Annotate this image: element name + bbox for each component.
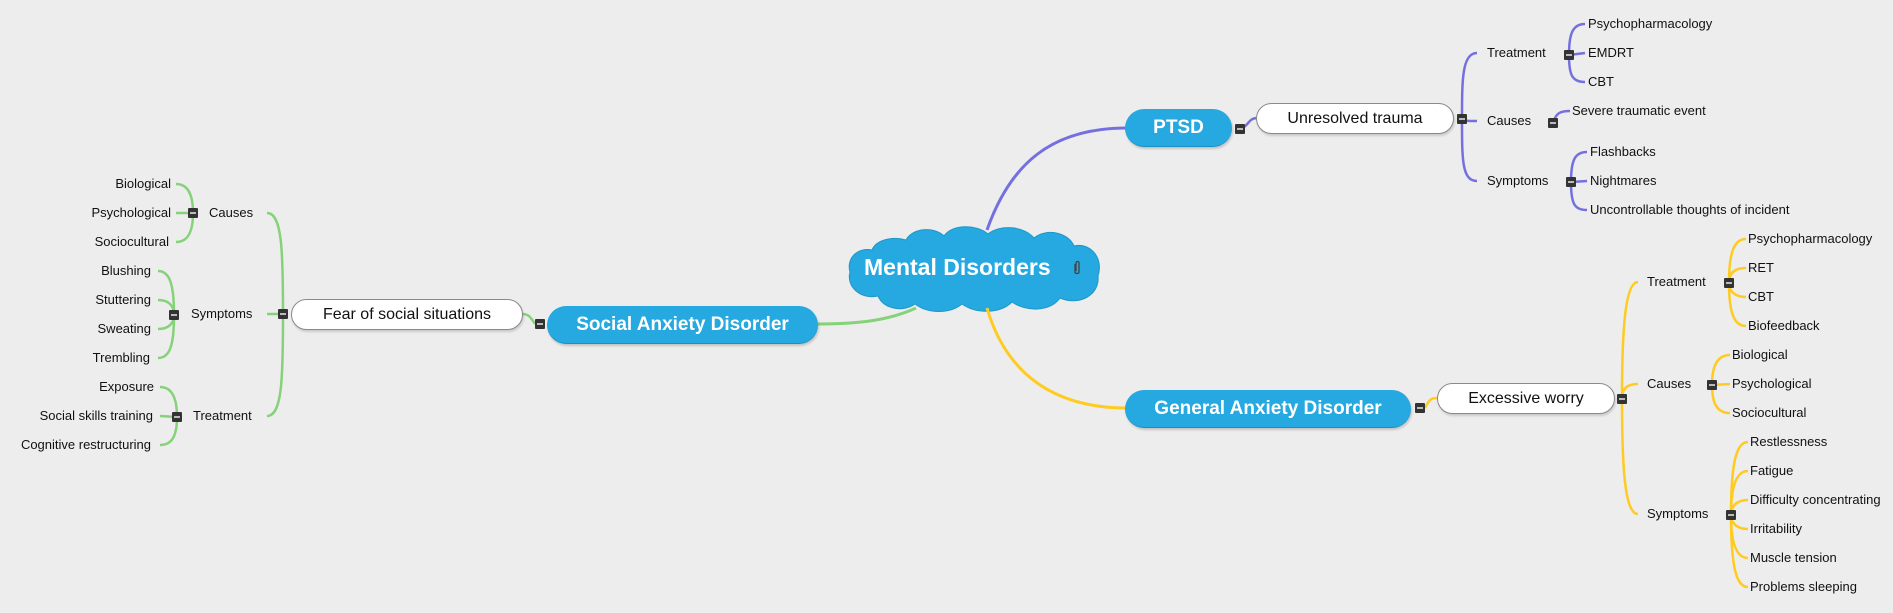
sad-category-symptoms[interactable]: Symptoms xyxy=(191,306,253,321)
collapse-toggle-sad[interactable] xyxy=(535,319,545,329)
collapse-toggle-ptsd[interactable] xyxy=(1235,124,1245,134)
collapse-toggle-gad-treatment[interactable] xyxy=(1724,278,1734,288)
link-central-gad xyxy=(985,307,1128,410)
ptsd-symptoms-item[interactable]: Nightmares xyxy=(1590,173,1657,188)
gad-treatment-item[interactable]: Biofeedback xyxy=(1748,318,1820,333)
gad-symptoms-item[interactable]: Restlessness xyxy=(1750,434,1828,449)
gad-treatment-item[interactable]: CBT xyxy=(1748,289,1774,304)
gad-treatment-item[interactable]: Psychopharmacology xyxy=(1748,231,1873,246)
central-cloud-shape xyxy=(848,226,1100,312)
ptsd-category-causes[interactable]: Causes xyxy=(1487,113,1532,128)
ptsd-symptoms-item[interactable]: Flashbacks xyxy=(1590,144,1656,159)
gad-category-treatment[interactable]: Treatment xyxy=(1647,274,1706,289)
sad-symptoms-item[interactable]: Stuttering xyxy=(95,292,151,307)
gad-symptoms-item[interactable]: Difficulty concentrating xyxy=(1750,492,1881,507)
gad-symptoms-item[interactable]: Muscle tension xyxy=(1750,550,1837,565)
gad-category-causes[interactable]: Causes xyxy=(1647,376,1692,391)
gad-symptoms-item[interactable]: Fatigue xyxy=(1750,463,1794,478)
ptsd-causes-item[interactable]: Severe traumatic event xyxy=(1572,103,1706,118)
collapse-toggle-excessive-worry[interactable] xyxy=(1617,394,1627,404)
sad-treatment-item[interactable]: Social skills training xyxy=(39,408,153,423)
topic-ptsd[interactable]: PTSD xyxy=(1125,109,1232,147)
gad-causes-item[interactable]: Sociocultural xyxy=(1732,405,1807,420)
topic-general-anxiety-disorder[interactable]: General Anxiety Disorder xyxy=(1125,390,1411,428)
ptsd-treatment-item[interactable]: CBT xyxy=(1588,74,1614,89)
sad-causes-item[interactable]: Psychological xyxy=(91,205,172,220)
collapse-toggle-sad-treatment[interactable] xyxy=(172,412,182,422)
gad-symptoms-item[interactable]: Irritability xyxy=(1750,521,1803,536)
collapse-toggle-ptsd-symptoms[interactable] xyxy=(1566,177,1576,187)
paperclip-icon[interactable] xyxy=(1072,260,1082,281)
sad-treatment-item[interactable]: Cognitive restructuring xyxy=(20,437,151,452)
sad-category-causes[interactable]: Causes xyxy=(209,205,254,220)
link-central-sad xyxy=(817,306,917,326)
collapse-toggle-ptsd-causes[interactable] xyxy=(1548,118,1558,128)
ptsd-category-symptoms[interactable]: Symptoms xyxy=(1487,173,1549,188)
subtopic-fear-of-social-situations[interactable]: Fear of social situations xyxy=(291,299,523,330)
sad-symptoms-item[interactable]: Trembling xyxy=(92,350,150,365)
central-topic-title[interactable]: Mental Disorders xyxy=(864,254,1051,280)
gad-treatment-item[interactable]: RET xyxy=(1748,260,1774,275)
sad-causes-item[interactable]: Biological xyxy=(115,176,171,191)
ptsd-category-treatment[interactable]: Treatment xyxy=(1487,45,1546,60)
subtopic-unresolved-trauma[interactable]: Unresolved trauma xyxy=(1256,103,1454,134)
gad-symptoms-item[interactable]: Problems sleeping xyxy=(1750,579,1857,594)
collapse-toggle-unresolved-trauma[interactable] xyxy=(1457,114,1467,124)
link-sad-subtopic xyxy=(521,312,537,325)
sad-treatment-item[interactable]: Exposure xyxy=(99,379,154,394)
collapse-toggle-ptsd-treatment[interactable] xyxy=(1564,50,1574,60)
sad-causes-item[interactable]: Sociocultural xyxy=(94,234,169,249)
gad-causes-item[interactable]: Psychological xyxy=(1732,376,1812,391)
collapse-toggle-sad-symptoms[interactable] xyxy=(169,310,179,320)
sad-symptoms-item[interactable]: Blushing xyxy=(101,263,151,278)
collapse-toggle-fear-of-social-situations[interactable] xyxy=(278,309,288,319)
topic-social-anxiety-disorder[interactable]: Social Anxiety Disorder xyxy=(547,306,818,344)
collapse-toggle-sad-causes[interactable] xyxy=(188,208,198,218)
gad-causes-item[interactable]: Biological xyxy=(1732,347,1788,362)
link-gad-subtopic xyxy=(1423,396,1439,409)
ptsd-treatment-item[interactable]: Psychopharmacology xyxy=(1588,16,1713,31)
ptsd-treatment-item[interactable]: EMDRT xyxy=(1588,45,1634,60)
collapse-toggle-gad-causes[interactable] xyxy=(1707,380,1717,390)
sad-category-treatment[interactable]: Treatment xyxy=(193,408,252,423)
subtopic-excessive-worry[interactable]: Excessive worry xyxy=(1437,383,1615,414)
gad-category-symptoms[interactable]: Symptoms xyxy=(1647,506,1709,521)
ptsd-symptoms-item[interactable]: Uncontrollable thoughts of incident xyxy=(1590,202,1790,217)
link-central-ptsd xyxy=(985,126,1128,231)
collapse-toggle-gad-symptoms[interactable] xyxy=(1726,510,1736,520)
collapse-toggle-gad[interactable] xyxy=(1415,403,1425,413)
sad-symptoms-item[interactable]: Sweating xyxy=(97,321,151,336)
